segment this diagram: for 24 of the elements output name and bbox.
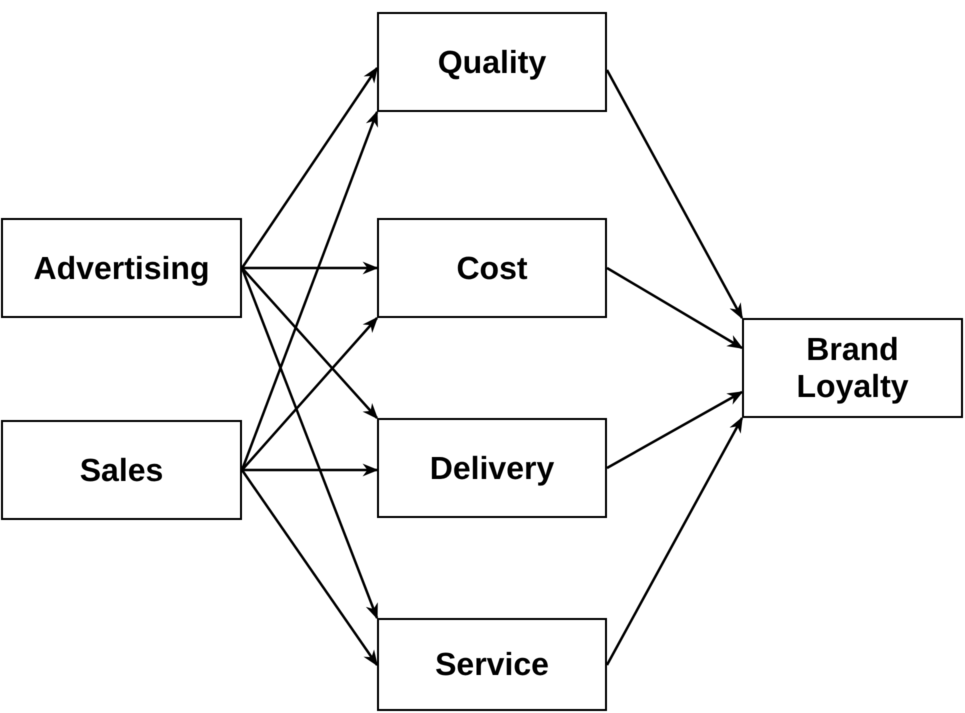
node-label: Brand Loyalty (795, 331, 910, 405)
node-label: Quality (436, 44, 548, 80)
arrow (606, 266, 744, 350)
process-box (377, 12, 607, 112)
arrow (240, 469, 378, 666)
node-label: Advertising (32, 250, 211, 286)
arrow (606, 390, 744, 470)
node-label: Cost (455, 250, 529, 286)
arrow (242, 262, 379, 274)
process-box (1, 218, 242, 318)
arrow (240, 66, 378, 269)
node-label: Sales (78, 452, 164, 488)
process-box (377, 218, 607, 318)
process-box (377, 618, 607, 711)
process-box (742, 318, 963, 418)
node-label: Service (434, 646, 550, 683)
process-box (1, 420, 242, 520)
arrow (606, 416, 744, 666)
arrow (606, 69, 744, 320)
process-box (377, 418, 607, 518)
arrow (242, 464, 379, 476)
arrow (241, 267, 378, 420)
node-label: Delivery (428, 450, 556, 486)
arrow (241, 316, 378, 471)
